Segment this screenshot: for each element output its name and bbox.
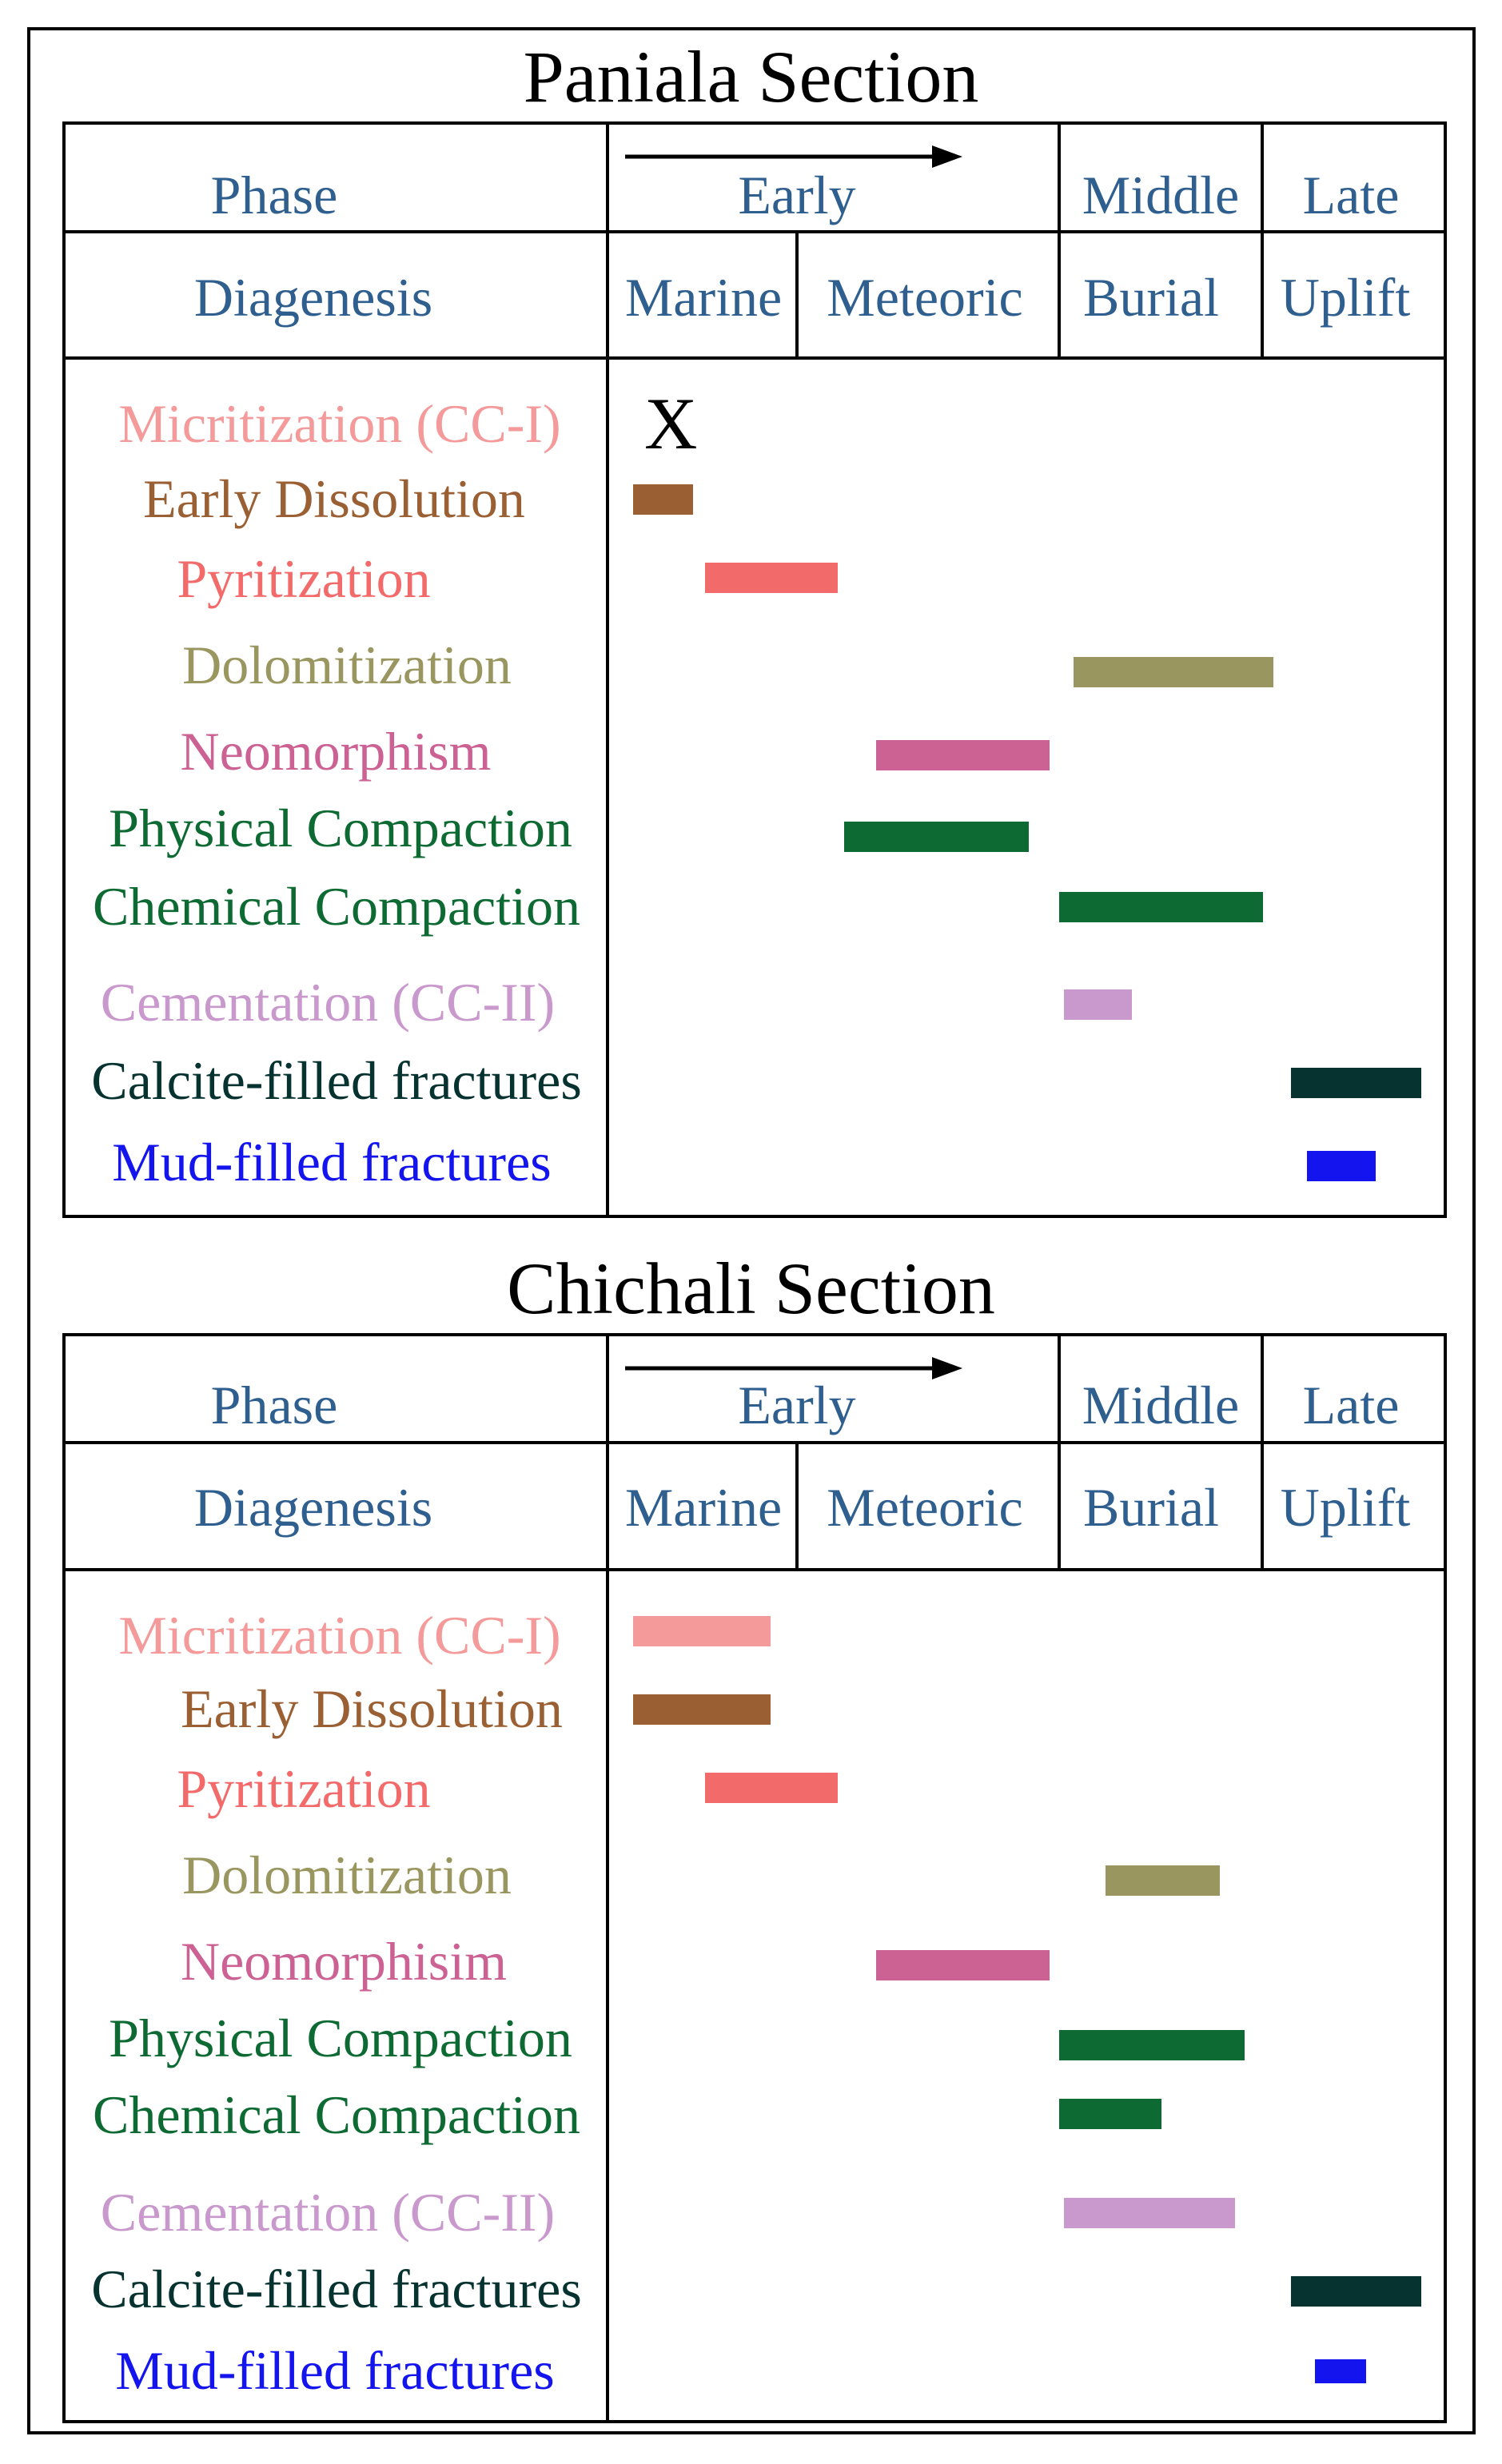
- paniala-meteoric-label: Meteoric: [827, 267, 1023, 328]
- paniala-header-divider-1: [62, 230, 1447, 233]
- chichali-label-early-dissolution: Early Dissolution: [181, 1678, 563, 1739]
- chichali-burial-label: Burial: [1083, 1477, 1219, 1538]
- paniala-label-micritization: Micritization (CC-I): [118, 393, 561, 454]
- chichali-middle-label: Middle: [1082, 1375, 1240, 1435]
- chichali-label-mud-fractures: Mud-filled fractures: [115, 2340, 555, 2401]
- paniala-middle-label: Middle: [1082, 165, 1240, 225]
- paniala-bar-pyritization: [705, 563, 838, 593]
- paniala-marine-label: Marine: [624, 267, 783, 328]
- paniala-middle-late-divider: [1261, 121, 1264, 358]
- paniala-bar-dolomitization: [1074, 657, 1273, 687]
- section-title-chichali: Chichali Section: [507, 1248, 995, 1329]
- chichali-early-middle-divider: [1058, 1333, 1061, 1570]
- chichali-label-dolomitization: Dolomitization: [182, 1845, 512, 1905]
- paniala-phase-label: Phase: [210, 165, 338, 225]
- paniala-label-early-dissolution: Early Dissolution: [143, 468, 525, 529]
- paniala-early-label: Early: [738, 165, 856, 225]
- paniala-label-calcite-fractures: Calcite-filled fractures: [91, 1050, 582, 1111]
- chichali-early-label: Early: [738, 1375, 856, 1435]
- chichali-meteoric-label: Meteoric: [827, 1477, 1023, 1538]
- chichali-time-arrow: [625, 1357, 962, 1379]
- paniala-bar-neomorphism: [876, 740, 1050, 770]
- paniala-bar-early-dissolution: [633, 484, 693, 515]
- chichali-bar-dolomitization: [1106, 1865, 1220, 1896]
- chichali-bar-mud-fractures: [1315, 2359, 1366, 2383]
- chichali-bar-chemical-compaction: [1059, 2099, 1161, 2129]
- paniala-bar-chemical-compaction: [1059, 892, 1263, 922]
- section-title-paniala: Paniala Section: [523, 36, 979, 117]
- paniala-uplift-label: Uplift: [1280, 267, 1411, 328]
- paniala-bar-calcite-fractures: [1291, 1068, 1421, 1098]
- paniala-label-mud-fractures: Mud-filled fractures: [112, 1132, 552, 1192]
- paniala-label-neomorphism: Neomorphism: [180, 721, 492, 782]
- chichali-label-physical-compaction: Physical Compaction: [109, 2008, 572, 2068]
- paniala-label-cementation: Cementation (CC-II): [100, 972, 556, 1033]
- chichali-uplift-label: Uplift: [1280, 1477, 1411, 1538]
- chichali-label-calcite-fractures: Calcite-filled fractures: [91, 2259, 582, 2319]
- paniala-header-divider-2: [62, 356, 1447, 360]
- paniala-late-label: Late: [1302, 165, 1400, 225]
- paniala-diagenesis-label: Diagenesis: [193, 267, 433, 328]
- chichali-header-divider-2: [62, 1568, 1447, 1571]
- paniala-label-dolomitization: Dolomitization: [182, 635, 512, 695]
- chichali-marine-label: Marine: [624, 1477, 783, 1538]
- chichali-bar-pyritization: [705, 1773, 838, 1803]
- chichali-bar-physical-compaction: [1059, 2030, 1245, 2060]
- chichali-table: [62, 1333, 1447, 2423]
- paniala-bar-mud-fractures: [1307, 1151, 1376, 1181]
- chichali-diagenesis-label: Diagenesis: [193, 1477, 433, 1538]
- chichali-phase-label: Phase: [210, 1375, 338, 1435]
- chichali-label-column-divider: [606, 1333, 609, 2423]
- paniala-table: [62, 121, 1447, 1218]
- paniala-marine-meteoric-divider: [795, 232, 799, 358]
- chichali-bar-early-dissolution: [633, 1694, 771, 1725]
- paniala-early-middle-divider: [1058, 121, 1061, 358]
- chichali-label-cementation: Cementation (CC-II): [100, 2182, 556, 2243]
- paniala-micritization-x-mark: X: [644, 383, 698, 464]
- chichali-bar-calcite-fractures: [1291, 2276, 1421, 2307]
- chichali-label-micritization: Micritization (CC-I): [118, 1605, 561, 1666]
- chichali-label-neomorphisim: Neomorphisim: [181, 1931, 507, 1992]
- chichali-marine-meteoric-divider: [795, 1443, 799, 1570]
- paniala-label-chemical-compaction: Chemical Compaction: [93, 876, 580, 937]
- chichali-bar-micritization: [633, 1616, 771, 1646]
- chichali-header-divider-1: [62, 1441, 1447, 1444]
- paniala-bar-physical-compaction: [844, 822, 1029, 852]
- chichali-bar-cementation: [1064, 2198, 1235, 2228]
- chichali-bar-neomorphisim: [876, 1950, 1050, 1980]
- chichali-label-pyritization: Pyritization: [177, 1758, 431, 1819]
- paniala-burial-label: Burial: [1083, 267, 1219, 328]
- paniala-bar-cementation: [1064, 989, 1132, 1020]
- paniala-time-arrow: [625, 145, 962, 168]
- paniala-label-physical-compaction: Physical Compaction: [109, 798, 572, 858]
- figure-frame: [27, 27, 1476, 2434]
- paniala-label-column-divider: [606, 121, 609, 1218]
- chichali-label-chemical-compaction: Chemical Compaction: [93, 2084, 580, 2145]
- chichali-middle-late-divider: [1261, 1333, 1264, 1570]
- paniala-label-pyritization: Pyritization: [177, 548, 431, 609]
- chichali-late-label: Late: [1302, 1375, 1400, 1435]
